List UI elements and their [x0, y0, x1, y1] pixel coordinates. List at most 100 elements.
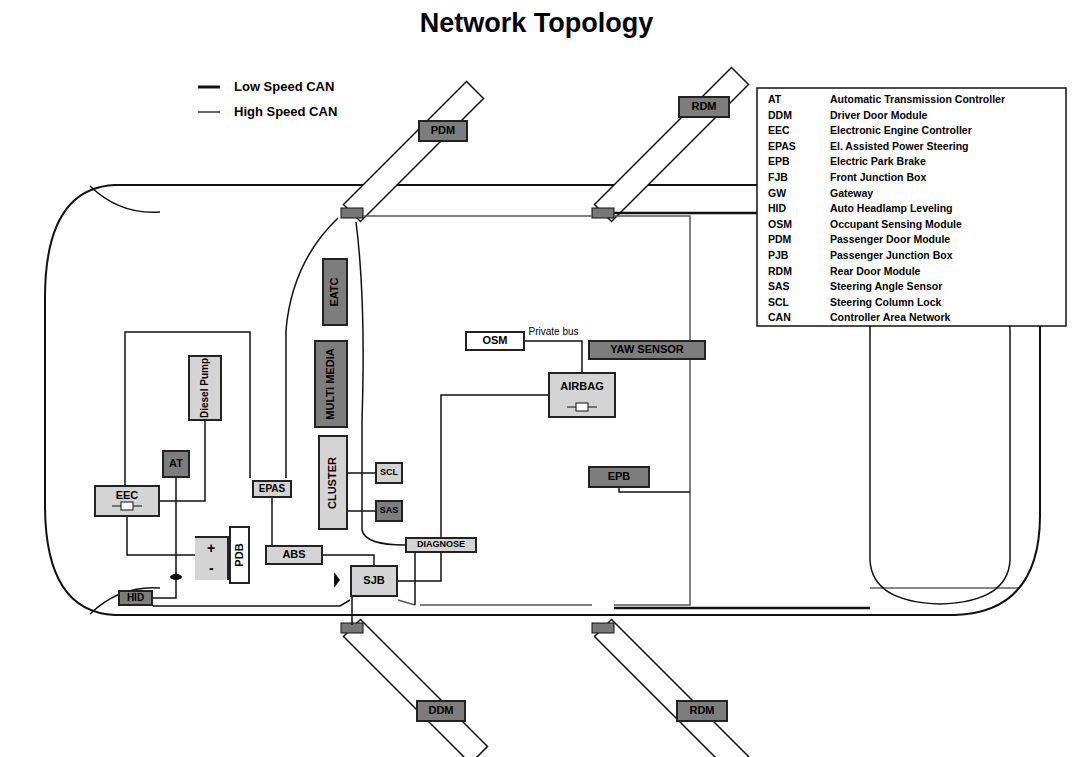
module-name: CLUSTER: [327, 437, 339, 528]
module-box: DDM: [416, 700, 466, 722]
bus-connector: [348, 510, 375, 512]
module-name: HID: [127, 593, 144, 604]
module-box: YAW SENSOR: [588, 340, 706, 360]
resistor-body: [121, 502, 133, 510]
abbreviation: EEC: [768, 124, 790, 136]
module-box: AIRBAG: [548, 372, 616, 418]
module-name: MULTI MEDIA: [325, 342, 337, 426]
module-name: DDM: [428, 705, 453, 717]
module-name: PDM: [431, 125, 455, 137]
abbreviation-meaning: Electronic Engine Controller: [830, 124, 972, 136]
abbreviation: GW: [768, 187, 786, 199]
module-name: ABS: [282, 549, 305, 561]
module-box: MULTI MEDIA: [314, 340, 348, 428]
abbreviation: CAN: [768, 311, 791, 323]
module-name: Diesel Pump: [200, 357, 211, 419]
module-name: OSM: [482, 335, 507, 347]
module-name: EPAS: [259, 484, 286, 495]
abbreviation: SAS: [768, 280, 790, 292]
abbreviation-meaning: Electric Park Brake: [830, 155, 926, 167]
table-frame: [757, 88, 1066, 326]
abbreviation: DDM: [768, 109, 792, 121]
abbreviation-meaning: Automatic Transmission Controller: [830, 93, 1005, 105]
abbreviation-meaning: Steering Angle Sensor: [830, 280, 942, 292]
hid-wire: [153, 600, 350, 606]
module-box: ABS: [265, 545, 323, 565]
module-box: EATC: [322, 258, 348, 326]
module-box: EEC: [94, 485, 160, 517]
bus-connector: [441, 395, 548, 537]
door-band: [344, 620, 488, 757]
module-box: SAS: [375, 500, 403, 522]
resistor-symbol: [567, 401, 597, 413]
abbreviation: OSM: [768, 218, 792, 230]
door-hinge: [592, 623, 614, 633]
door-band: [595, 68, 749, 222]
abbreviation: PDM: [768, 233, 791, 245]
module-name: PDB: [234, 529, 246, 581]
module-box: + - PDB: [195, 526, 250, 584]
module-box: CLUSTER: [318, 435, 348, 530]
module-box: OSM: [465, 331, 525, 351]
legend-sample: [198, 86, 220, 89]
module-box: EPB: [588, 466, 650, 488]
abbreviation-meaning: Auto Headlamp Leveling: [830, 202, 953, 214]
module-box: RDM: [676, 700, 728, 722]
battery-pole: -: [209, 560, 214, 576]
bus-connector: [323, 555, 374, 565]
abbreviation-meaning: Occupant Sensing Module: [830, 218, 962, 230]
abbreviation-meaning: Front Junction Box: [830, 171, 926, 183]
module-name: AT: [169, 458, 183, 470]
abbreviation-meaning: Passenger Junction Box: [830, 249, 953, 261]
door-hinge: [341, 208, 363, 218]
module-name: EATC: [329, 260, 341, 324]
module-box: SJB: [350, 565, 398, 597]
legend: [198, 87, 220, 112]
abbreviation: RDM: [768, 265, 792, 277]
abbreviation: HID: [768, 202, 786, 214]
door-band: [595, 620, 749, 757]
abbreviation: EPAS: [768, 140, 796, 152]
battery-pole: +: [207, 540, 215, 556]
bus-wire: [356, 222, 405, 545]
high-speed-bus: [363, 216, 690, 605]
title: Network Topology: [0, 8, 1073, 39]
legend-text: Low Speed CAN: [234, 79, 334, 94]
module-box: PDM: [418, 120, 468, 142]
legend-text: High Speed CAN: [234, 104, 337, 119]
abbreviation-meaning: El. Assisted Power Steering: [830, 140, 969, 152]
abbreviation: AT: [768, 93, 781, 105]
abbreviation-meaning: Gateway: [830, 187, 873, 199]
engine-bay-wire: [125, 332, 250, 485]
module-box: HID: [118, 590, 153, 606]
module-box: Diesel Pump: [188, 355, 222, 421]
module-box: EPAS: [252, 480, 292, 498]
bus-connector: [160, 421, 205, 501]
door-hinge: [592, 208, 614, 218]
module-name: SAS: [380, 506, 399, 515]
edge-label: Private bus: [527, 326, 579, 337]
bus-connector: [525, 341, 582, 372]
bus-connector: [348, 472, 375, 474]
abbreviation-meaning: Steering Column Lock: [830, 296, 941, 308]
abbreviation-meaning: Passenger Door Module: [830, 233, 950, 245]
abbreviation-meaning: Rear Door Module: [830, 265, 920, 277]
legend-sample: [198, 111, 220, 113]
module-box: SCL: [375, 462, 403, 484]
module-name: AIRBAG: [560, 382, 603, 394]
car-body: [45, 185, 1040, 615]
abbreviation: SCL: [768, 296, 789, 308]
module-name: EEC: [116, 490, 139, 502]
module-name: YAW SENSOR: [610, 344, 684, 356]
module-box: DIAGNOSE: [405, 537, 477, 553]
bus-connector: [398, 553, 441, 581]
module-name: EPB: [608, 471, 631, 483]
module-name: SJB: [363, 575, 384, 587]
door-band: [344, 82, 484, 222]
splice-symbol: [334, 572, 340, 588]
bus-connector: [127, 517, 195, 555]
resistor-symbol: [112, 500, 142, 512]
module-box: RDM: [678, 96, 730, 118]
